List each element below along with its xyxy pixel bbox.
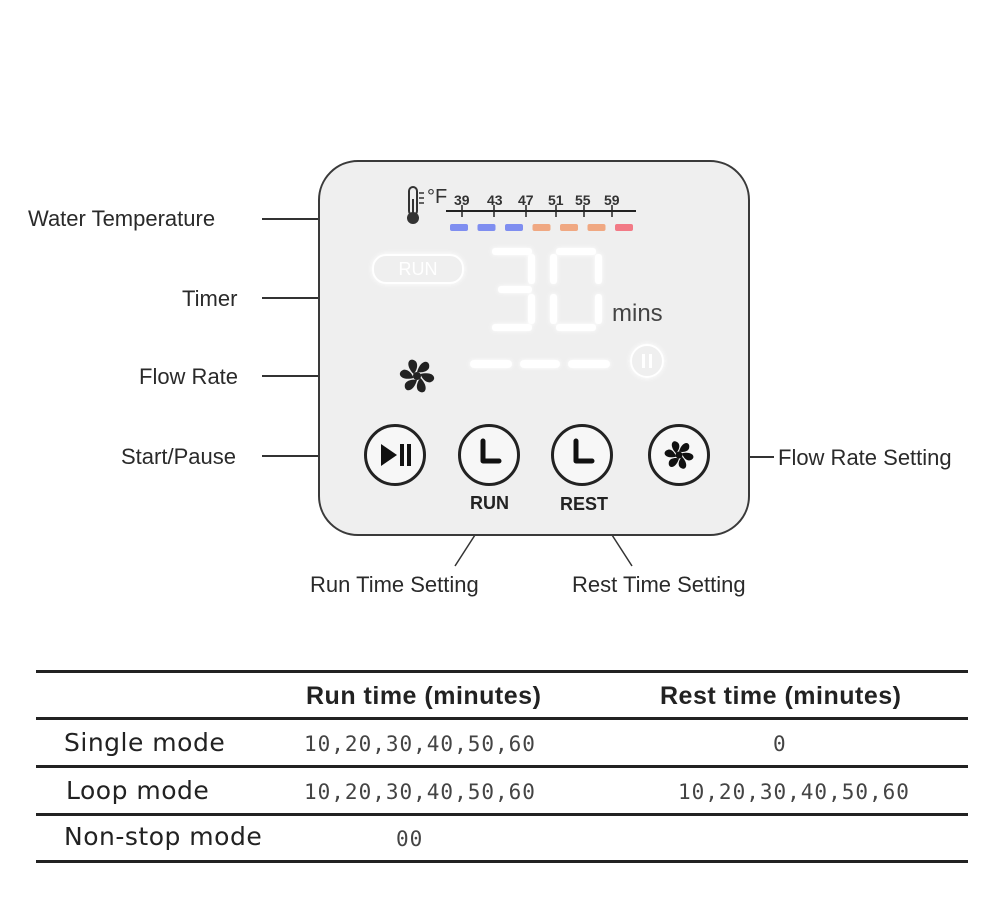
timer-leader <box>262 297 320 299</box>
fan-icon <box>664 441 694 469</box>
non-stop-mode-run-values: 00 <box>396 827 424 851</box>
timer-unit: mins <box>612 300 663 327</box>
flow-rate-button[interactable] <box>648 424 710 486</box>
thermometer-icon <box>407 186 424 224</box>
digit-0 <box>550 248 602 331</box>
flow-rate-leader <box>262 375 320 377</box>
digit-3 <box>492 248 535 331</box>
temp-scale-51: 51 <box>548 192 564 208</box>
table-bottom-rule <box>36 860 968 863</box>
table-header-run-time: Run time (minutes) <box>306 682 542 710</box>
pause-indicator-bars <box>642 354 652 368</box>
temp-level-segment <box>560 224 578 231</box>
temp-scale-47: 47 <box>518 192 534 208</box>
temp-scale-axis <box>446 205 636 231</box>
temp-scale-39: 39 <box>454 192 470 208</box>
temperature-unit: °F <box>427 186 448 208</box>
table-row-rule-2 <box>36 813 968 816</box>
single-mode-rest-values: 0 <box>773 732 787 756</box>
temp-level-segment <box>505 224 523 231</box>
clock-icon <box>573 438 595 464</box>
table-header-rule <box>36 717 968 720</box>
timer-callout: Timer <box>182 286 238 311</box>
table-header-rest-time: Rest time (minutes) <box>660 682 902 710</box>
temp-level-segment <box>532 224 551 231</box>
single-mode-run-values: 10,20,30,40,50,60 <box>304 732 536 756</box>
loop-mode-run-values: 10,20,30,40,50,60 <box>304 780 536 804</box>
temp-level-segment <box>587 224 606 231</box>
table-top-rule <box>36 670 968 673</box>
temp-scale-55: 55 <box>575 192 591 208</box>
start-pause-leader <box>262 455 366 457</box>
flow-rate-callout: Flow Rate <box>139 364 239 389</box>
temp-level-segment <box>477 224 496 231</box>
water-temperature-callout: Water Temperature <box>28 206 216 231</box>
row-label-loop-mode: Loop mode <box>66 776 210 805</box>
timer-digits-display <box>492 248 602 331</box>
temp-scale-59: 59 <box>604 192 620 208</box>
temp-scale-43: 43 <box>487 192 503 208</box>
clock-icon <box>480 438 502 464</box>
rest-time-setting-callout: Rest Time Setting <box>572 572 746 597</box>
flow-rate-bars <box>470 360 610 368</box>
run-time-setting-callout: Run Time Setting <box>310 572 479 597</box>
table-row-rule-1 <box>36 765 968 768</box>
temp-level-segment <box>615 224 633 231</box>
run-time-button[interactable] <box>458 424 520 486</box>
rest-time-button[interactable] <box>551 424 613 486</box>
start-pause-button[interactable] <box>364 424 426 486</box>
play-pause-icon <box>381 444 411 466</box>
run-indicator-badge: RUN <box>372 254 464 284</box>
temp-level-segment <box>450 224 468 231</box>
water-temperature-leader <box>262 218 320 220</box>
start-pause-callout: Start/Pause <box>121 444 236 469</box>
flow-rate-setting-callout: Flow Rate Setting <box>778 445 952 470</box>
row-label-non-stop-mode: Non-stop mode <box>64 822 263 851</box>
loop-mode-rest-values: 10,20,30,40,50,60 <box>678 780 910 804</box>
rest-button-label: REST <box>560 494 609 514</box>
run-button-label: RUN <box>470 493 509 513</box>
fan-icon <box>399 359 435 393</box>
row-label-single-mode: Single mode <box>64 728 226 757</box>
pause-indicator-icon <box>630 344 664 378</box>
